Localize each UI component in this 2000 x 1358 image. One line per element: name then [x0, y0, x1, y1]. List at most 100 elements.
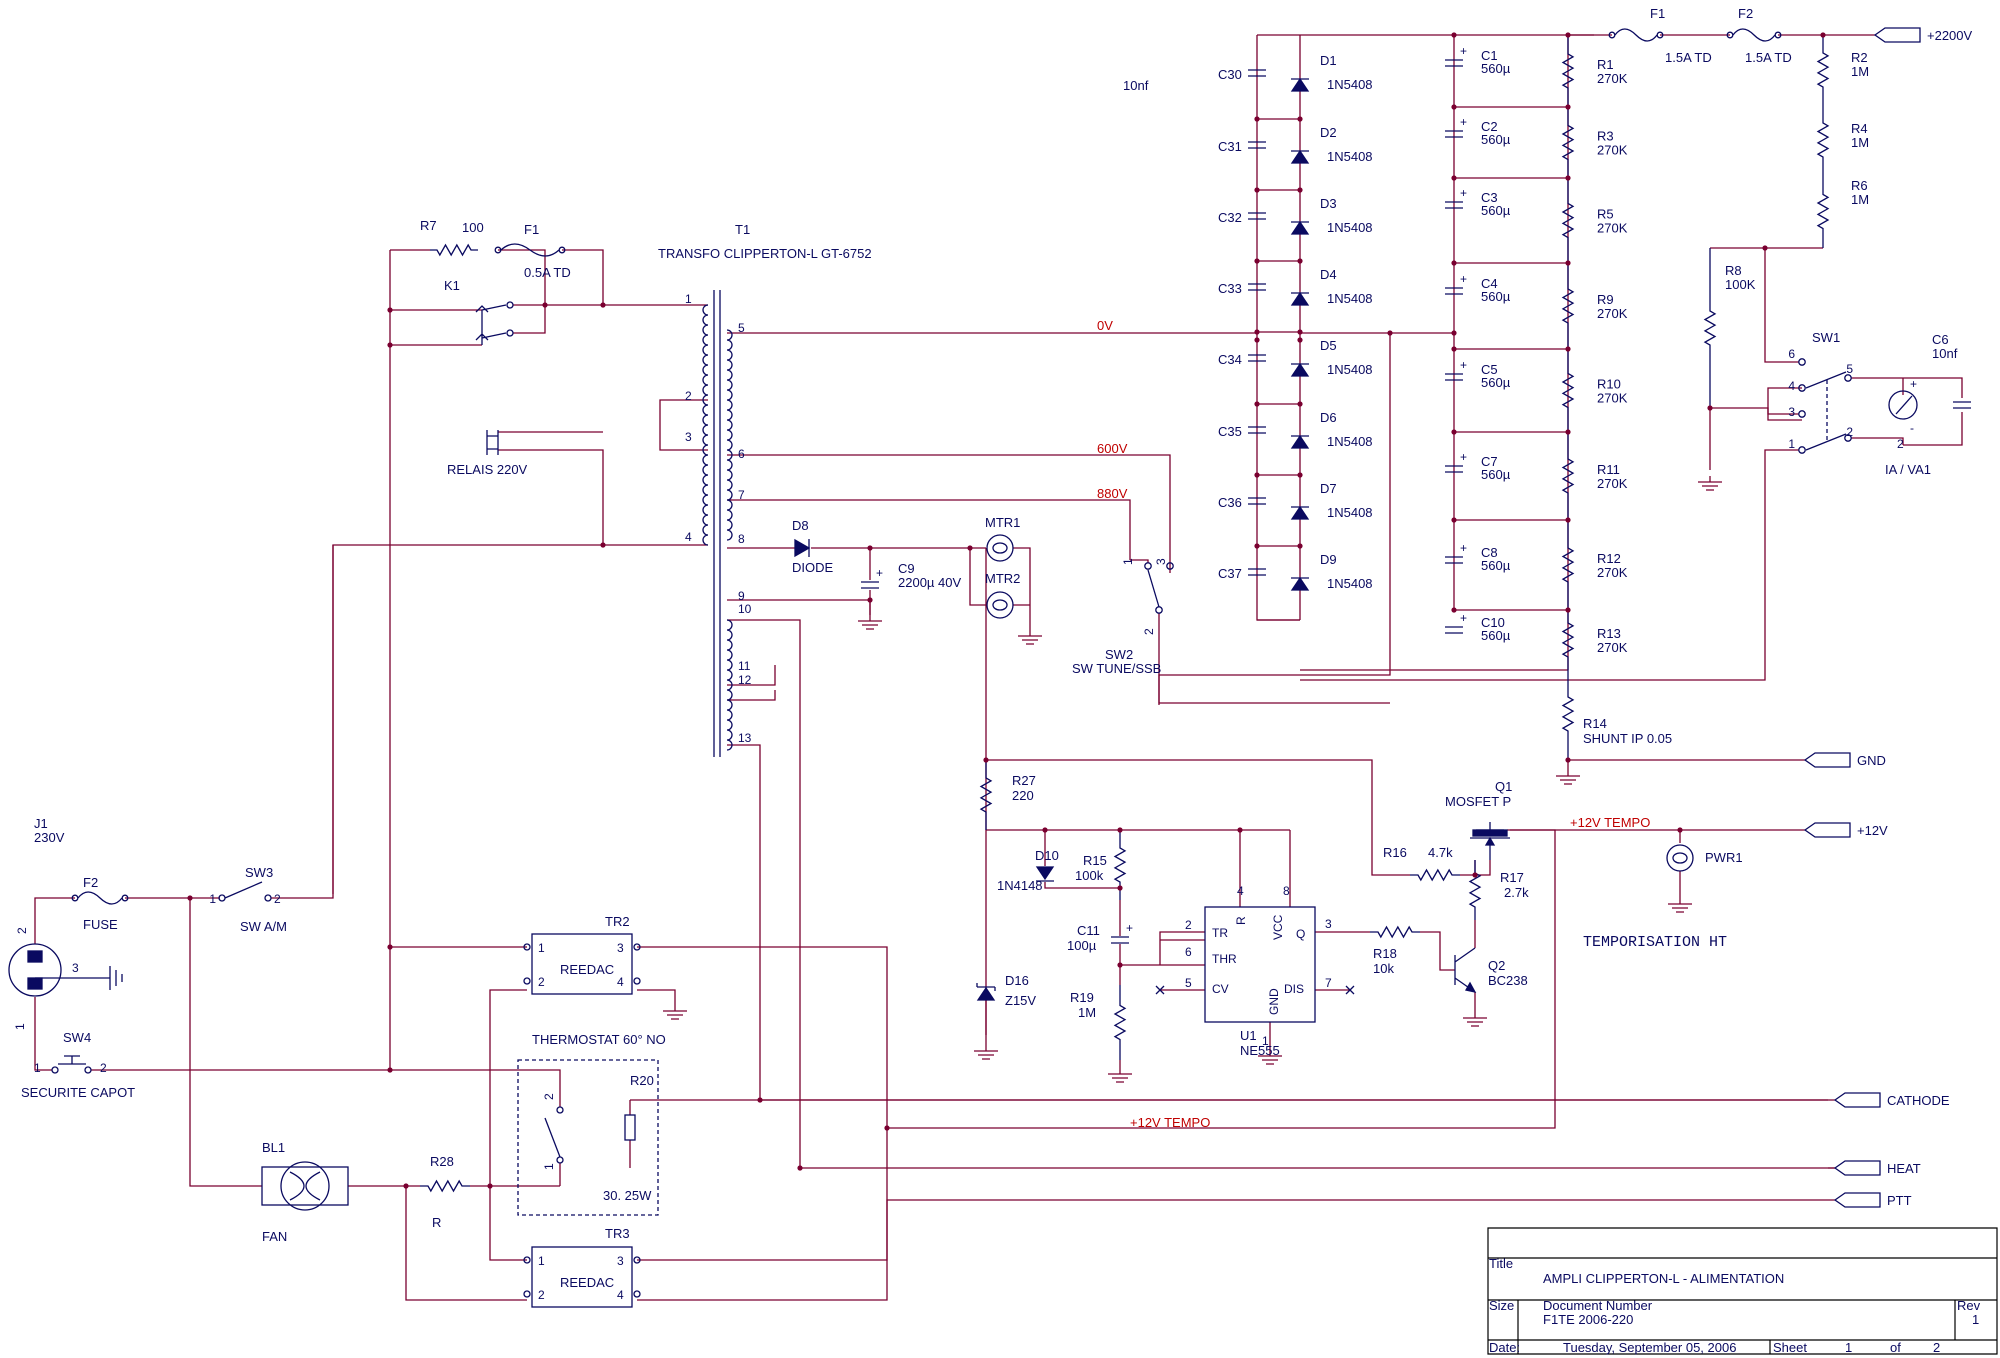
label-C35: C35: [1218, 424, 1242, 439]
value-R4: 1M: [1851, 135, 1869, 150]
resistor-R14: [1561, 670, 1575, 758]
relay-contacts-K1: [475, 301, 514, 345]
relay-coil: [486, 430, 499, 455]
label-D1: D1: [1320, 53, 1337, 68]
date-label: Date:: [1489, 1340, 1520, 1355]
resistor-R8: [1703, 248, 1717, 408]
resistor-R19: [1113, 985, 1127, 1060]
label-R17: R17: [1500, 870, 1524, 885]
switch-SW1: [1798, 358, 1852, 454]
pin-name: DIS: [1284, 982, 1304, 996]
label-K1: K1: [444, 278, 460, 293]
lamp-PWR1: [1666, 844, 1694, 872]
resistor-R18: [1370, 925, 1420, 939]
label-R10: R10: [1597, 377, 1621, 392]
fuse-F1-primary: [494, 243, 566, 257]
junction-dot: [387, 342, 393, 348]
polarity-mark: +: [1126, 921, 1133, 935]
junction-dot: [867, 545, 873, 551]
diode-D5: [1290, 362, 1310, 377]
rev-label: Rev: [1957, 1298, 1981, 1313]
junction-dot: [1254, 116, 1260, 122]
ground-symbol: [1667, 897, 1693, 913]
label-IA-VA1: IA / VA1: [1885, 462, 1931, 477]
fuse-F2-mains: [71, 891, 129, 905]
meter-MTR1: [986, 534, 1014, 562]
switch-SW4: [51, 1055, 92, 1074]
resistor-R12: [1561, 520, 1575, 610]
capacitor-C6: [1953, 401, 1971, 409]
title-block: [1487, 1227, 1998, 1355]
junction-dot: [967, 545, 973, 551]
value-D2: 1N5408: [1327, 149, 1373, 164]
pin-number: 4: [1237, 884, 1244, 898]
relay-TR2: [523, 933, 641, 995]
ground-symbol: [662, 1004, 688, 1020]
capacitor-C30: [1248, 69, 1266, 77]
junction-dot: [1451, 32, 1457, 38]
sheet-label: Sheet: [1773, 1340, 1807, 1355]
value-R15: 100k: [1075, 868, 1104, 883]
capacitor-C34: [1248, 354, 1266, 362]
resistor-R27: [979, 760, 993, 830]
label-R16: R16: [1383, 845, 1407, 860]
junction-dot: [1565, 104, 1571, 110]
polarity-mark: +: [1460, 450, 1467, 464]
port-PTT-label: PTT: [1887, 1193, 1912, 1208]
pin-number: 2: [1142, 628, 1156, 635]
junction-dot: [1451, 346, 1457, 352]
value-F2-hv: 1.5A TD: [1745, 50, 1792, 65]
pin-number: 3: [617, 941, 624, 955]
value-D16: Z15V: [1005, 993, 1036, 1008]
junction-dot: [1451, 607, 1457, 613]
label-D4: D4: [1320, 267, 1337, 282]
label-D16: D16: [1005, 973, 1029, 988]
junction-dot: [1254, 329, 1260, 335]
polarity-mark: +: [1460, 358, 1467, 372]
label-C34: C34: [1218, 352, 1242, 367]
ground-symbol: [1462, 1011, 1488, 1027]
value-D3: 1N5408: [1327, 220, 1373, 235]
junction-dot: [1762, 245, 1768, 251]
junction-dot: [600, 302, 606, 308]
resistor-R5: [1561, 178, 1575, 263]
label-SW2: SW2: [1105, 647, 1133, 662]
label-MTR1: MTR1: [985, 515, 1020, 530]
junction-dot: [187, 895, 193, 901]
value-F1-primary: 0.5A TD: [524, 265, 571, 280]
date-value: Tuesday, September 05, 2006: [1563, 1340, 1736, 1355]
capacitor-C9: [861, 581, 879, 589]
pin-number: 7: [1325, 976, 1332, 990]
junction-dot: [1565, 607, 1571, 613]
thermostat-switch: [544, 1106, 564, 1164]
of-label: of: [1890, 1340, 1901, 1355]
junction-dot: [1297, 187, 1303, 193]
fuse-F2-hv: [1726, 28, 1782, 42]
label-reedac-TR3: REEDAC: [560, 1275, 614, 1290]
value-SW2: SW TUNE/SSB: [1072, 661, 1161, 676]
label-F1-hv: F1: [1650, 6, 1665, 21]
label-F1-primary: F1: [524, 222, 539, 237]
pin-number: 8: [738, 532, 745, 546]
junction-dot: [1297, 329, 1303, 335]
junction-dot: [1565, 517, 1571, 523]
label-D7: D7: [1320, 481, 1337, 496]
title-text: AMPLI CLIPPERTON-L - ALIMENTATION: [1543, 1271, 1784, 1286]
pin-number: 1: [1121, 558, 1135, 565]
label-C4: C4: [1481, 276, 1498, 291]
value-R8: 100K: [1725, 277, 1756, 292]
pin-number: 3: [685, 430, 692, 444]
ground-symbol: [857, 614, 883, 630]
capacitor-C3: [1445, 201, 1463, 209]
resistor-R10: [1561, 349, 1575, 432]
label-D9: D9: [1320, 552, 1337, 567]
value-SW4: SECURITE CAPOT: [21, 1085, 135, 1100]
label-TR2: TR2: [605, 914, 630, 929]
junction-dot: [1707, 405, 1713, 411]
label-R12: R12: [1597, 551, 1621, 566]
pin-number: 12: [738, 673, 752, 687]
pin-number: 3: [1154, 558, 1168, 565]
sheet-value: 1: [1845, 1340, 1852, 1355]
label-C10: C10: [1481, 615, 1505, 630]
